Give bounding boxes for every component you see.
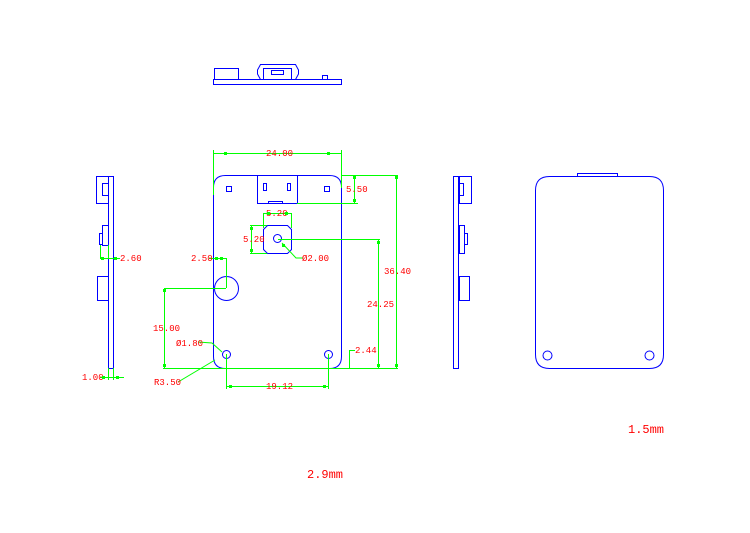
- hole-diameter-label: Ø1.80: [176, 339, 203, 349]
- button-height-label: 5.20: [243, 235, 265, 245]
- circle-offset-label: 2.50: [191, 254, 213, 264]
- top-view: [213, 64, 342, 85]
- right-side-view: [453, 176, 472, 369]
- width-label: 24.00: [266, 149, 293, 159]
- hole-offset-label: 2.44: [355, 346, 377, 356]
- side-thickness-note: 1.5mm: [628, 423, 664, 437]
- back-view: [535, 173, 664, 369]
- hole-spacing-label: 19.12: [266, 382, 293, 392]
- board-thickness-label: 1.00: [82, 373, 104, 383]
- height-label: 36.40: [384, 267, 411, 277]
- button-offset-label: 24.25: [367, 300, 394, 310]
- side-thickness-label: 2.60: [120, 254, 142, 264]
- corner-radius-label: R3.50: [154, 378, 181, 388]
- front-view: 24.00 5.50 36.40 24.25 15.00 2.50 5.20 5…: [101, 149, 411, 392]
- button-hole-label: Ø2.00: [302, 254, 329, 264]
- connector-depth-label: 5.50: [346, 185, 368, 195]
- circle-height-label: 15.00: [153, 324, 180, 334]
- left-side-view: 2.60 1.00: [82, 176, 142, 383]
- total-thickness-note: 2.9mm: [307, 468, 343, 482]
- button-width-label: 5.20: [266, 209, 288, 219]
